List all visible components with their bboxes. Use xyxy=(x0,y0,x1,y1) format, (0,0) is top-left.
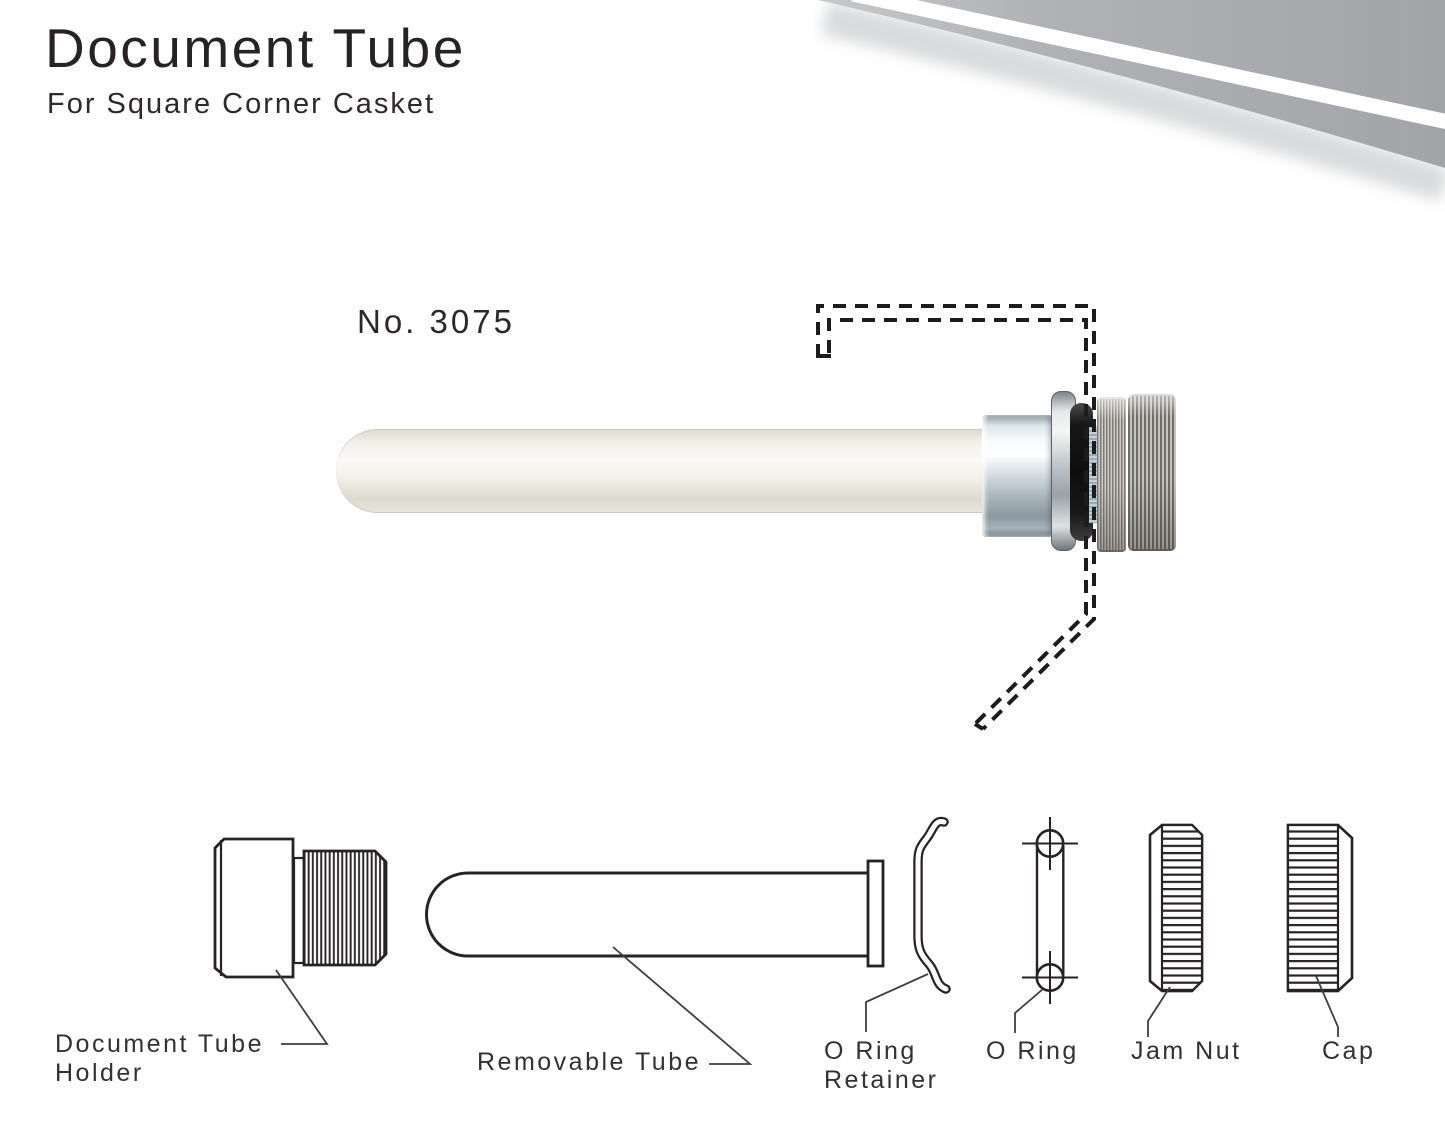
label-document-tube-holder-line1: Document Tube xyxy=(55,1030,264,1058)
oring-bottom-section xyxy=(1035,962,1065,992)
jam-nut-outline xyxy=(1148,823,1204,993)
label-oring: O Ring xyxy=(986,1037,1079,1065)
cap-knurled-face xyxy=(1286,823,1340,993)
photo-jam-nut xyxy=(1097,397,1126,552)
label-cap: Cap xyxy=(1322,1037,1376,1065)
label-document-tube-holder-line2: Holder xyxy=(55,1059,144,1087)
label-oring-retainer-line2: Retainer xyxy=(824,1066,939,1094)
swoosh-shadow xyxy=(821,1,1445,202)
label-oring-retainer: O Ring Retainer xyxy=(824,1037,939,1095)
leader-removable-tube xyxy=(612,946,753,1065)
swoosh-white-stripe xyxy=(851,0,1445,130)
leader-cap xyxy=(1315,975,1339,1037)
page-subtitle: For Square Corner Casket xyxy=(47,88,436,120)
leader-oring-retainer xyxy=(865,973,929,1032)
oring-retainer-band-outline xyxy=(913,816,951,994)
page-title: Document Tube xyxy=(45,17,466,79)
cap-drawing xyxy=(1286,823,1354,993)
oring-drawing xyxy=(1022,817,1078,1004)
leader-oring xyxy=(1014,988,1044,1033)
oring-top-section xyxy=(1035,828,1065,858)
label-oring-retainer-line1: O Ring xyxy=(824,1037,917,1065)
holder-cap-outline xyxy=(213,837,295,979)
jam-nut-drawing xyxy=(1148,823,1204,993)
photo-removable-tube xyxy=(336,429,996,513)
casket-wall-end-cap-bottom xyxy=(973,722,985,731)
jam-nut-knurled-face xyxy=(1160,823,1204,993)
holder-threads xyxy=(302,849,388,967)
removable-tube-body xyxy=(425,871,869,958)
label-jam-nut: Jam Nut xyxy=(1131,1037,1242,1065)
oring-retainer-drawing xyxy=(913,816,951,994)
model-number: No. 3075 xyxy=(357,303,515,340)
photo-cap xyxy=(1128,394,1176,551)
swoosh-gray-mass xyxy=(818,0,1445,168)
leader-holder xyxy=(275,969,329,1045)
leader-jam-nut xyxy=(1147,986,1171,1037)
holder-neck xyxy=(292,856,306,965)
removable-tube-flange xyxy=(866,859,885,968)
label-removable-tube: Removable Tube xyxy=(477,1048,702,1076)
oring-retainer-band-inner xyxy=(915,819,949,992)
holder-drawing xyxy=(213,837,388,979)
photo-holder-collar xyxy=(982,415,1053,537)
removable-tube-drawing xyxy=(425,859,885,968)
cap-outline xyxy=(1286,823,1354,993)
label-document-tube-holder: Document Tube Holder xyxy=(55,1030,264,1088)
